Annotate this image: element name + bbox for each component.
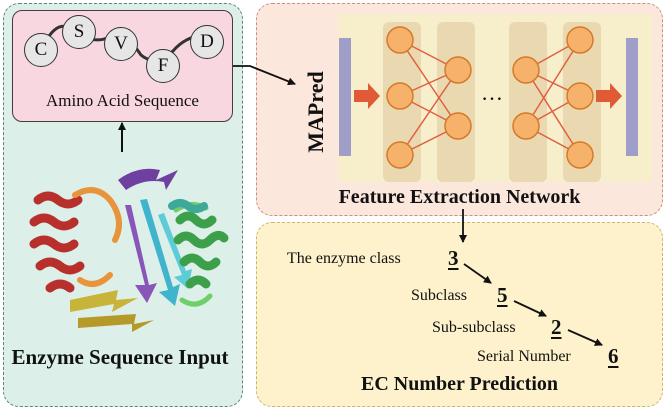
amino-acid-f: F: [146, 49, 180, 83]
amino-acid-c: C: [24, 33, 58, 67]
ec-level-4-value: 6: [608, 344, 619, 368]
ec-level-2-label: Subclass: [411, 287, 467, 304]
network-title: Feature Extraction Network: [338, 186, 581, 208]
enzyme-structure-illustration: [29, 168, 229, 332]
sequence-label: Amino Acid Sequence: [46, 91, 199, 110]
input-title: Enzyme Sequence Input: [11, 345, 229, 369]
network-nodes: [386, 26, 594, 169]
ec-level-2-value: 5: [497, 283, 508, 307]
ec-level-4-label: Serial Number: [477, 348, 571, 365]
neural-network: …: [339, 22, 638, 182]
input-flow-arrow: [354, 83, 380, 109]
input-bar: [339, 38, 351, 156]
network-ellipsis: …: [481, 80, 503, 105]
ec-level-1-label: The enzyme class: [287, 250, 401, 267]
sequence-to-network-arrow: [233, 65, 296, 86]
ec-level-3-label: Sub-subclass: [432, 319, 516, 336]
ec-level-3-value: 2: [551, 315, 562, 339]
ec-cascade-arrows: [463, 263, 603, 346]
amino-acid-sequence-box: C S V F D Amino Acid Sequence: [12, 10, 233, 122]
amino-acid-v: V: [104, 27, 138, 61]
output-flow-arrow: [596, 83, 622, 109]
output-bar: [626, 38, 638, 156]
amino-acid-s: S: [62, 15, 96, 49]
ec-title: EC Number Prediction: [360, 373, 559, 395]
amino-acid-d: D: [190, 25, 224, 59]
ec-level-1-value: 3: [448, 246, 459, 270]
ec-prediction-panel: [256, 222, 663, 407]
